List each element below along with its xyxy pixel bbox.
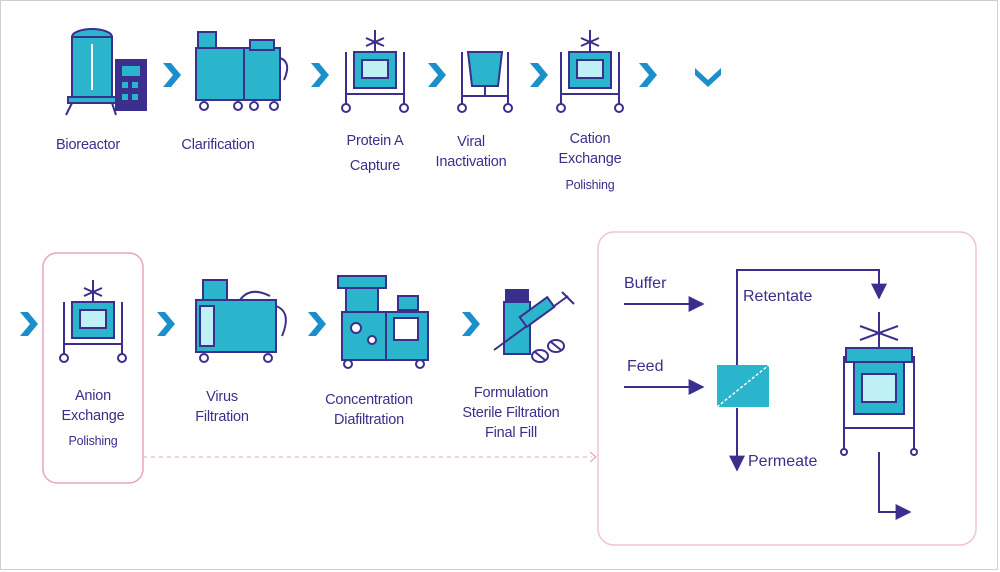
chevron-down-icon bbox=[695, 68, 721, 87]
chevron-right-icon bbox=[308, 312, 326, 336]
chevron-right-icon bbox=[462, 312, 480, 336]
label-viral-inactivation: Viral Inactivation bbox=[435, 134, 507, 170]
label-protein-a-capture: Protein A Capture bbox=[346, 133, 404, 174]
retentate-arrow bbox=[736, 269, 887, 365]
label-feed: Feed bbox=[627, 358, 664, 375]
virus-filtration-icon bbox=[195, 279, 287, 363]
chevron-right-icon bbox=[428, 63, 446, 87]
clarification-icon bbox=[195, 31, 289, 111]
anion-highlight-box bbox=[42, 252, 144, 484]
viral-tank-icon bbox=[457, 51, 513, 113]
outlet-arrow bbox=[878, 452, 912, 520]
process-detail-box bbox=[597, 231, 977, 546]
chevron-right-icon bbox=[530, 63, 548, 87]
label-clarification: Clarification bbox=[181, 137, 255, 153]
chevron-right-icon bbox=[163, 63, 181, 87]
process-press-icon bbox=[840, 312, 918, 456]
protein-a-press-icon bbox=[341, 30, 409, 113]
membrane-filter-icon bbox=[716, 364, 770, 408]
label-retentate: Retentate bbox=[743, 288, 813, 305]
chevron-right-icon bbox=[311, 63, 329, 87]
bioreactor-icon bbox=[65, 28, 147, 116]
chevron-right-icon bbox=[157, 312, 175, 336]
label-bioreactor: Bioreactor bbox=[55, 137, 121, 153]
label-permeate: Permeate bbox=[748, 453, 818, 470]
label-buffer: Buffer bbox=[624, 275, 667, 292]
chevron-right-icon bbox=[639, 63, 657, 87]
chevron-right-icon bbox=[20, 312, 38, 336]
formulation-vial-syringe-icon bbox=[493, 289, 575, 363]
label-anion-exchange: Anion Exchange Polishing bbox=[61, 388, 125, 448]
cation-press-icon bbox=[556, 30, 624, 113]
label-cation-exchange: Cation Exchange Polishing bbox=[558, 131, 622, 192]
anion-press-icon bbox=[59, 280, 127, 363]
tff-process-diagram bbox=[624, 269, 912, 520]
label-concentration-diafiltration: Concentration Diafiltration bbox=[325, 392, 413, 428]
connector-arrowhead bbox=[589, 451, 597, 463]
label-formulation: Formulation Sterile Filtration Final Fil… bbox=[462, 385, 560, 441]
concentration-unit-icon bbox=[337, 275, 429, 369]
label-virus-filtration: Virus Filtration bbox=[195, 389, 249, 425]
